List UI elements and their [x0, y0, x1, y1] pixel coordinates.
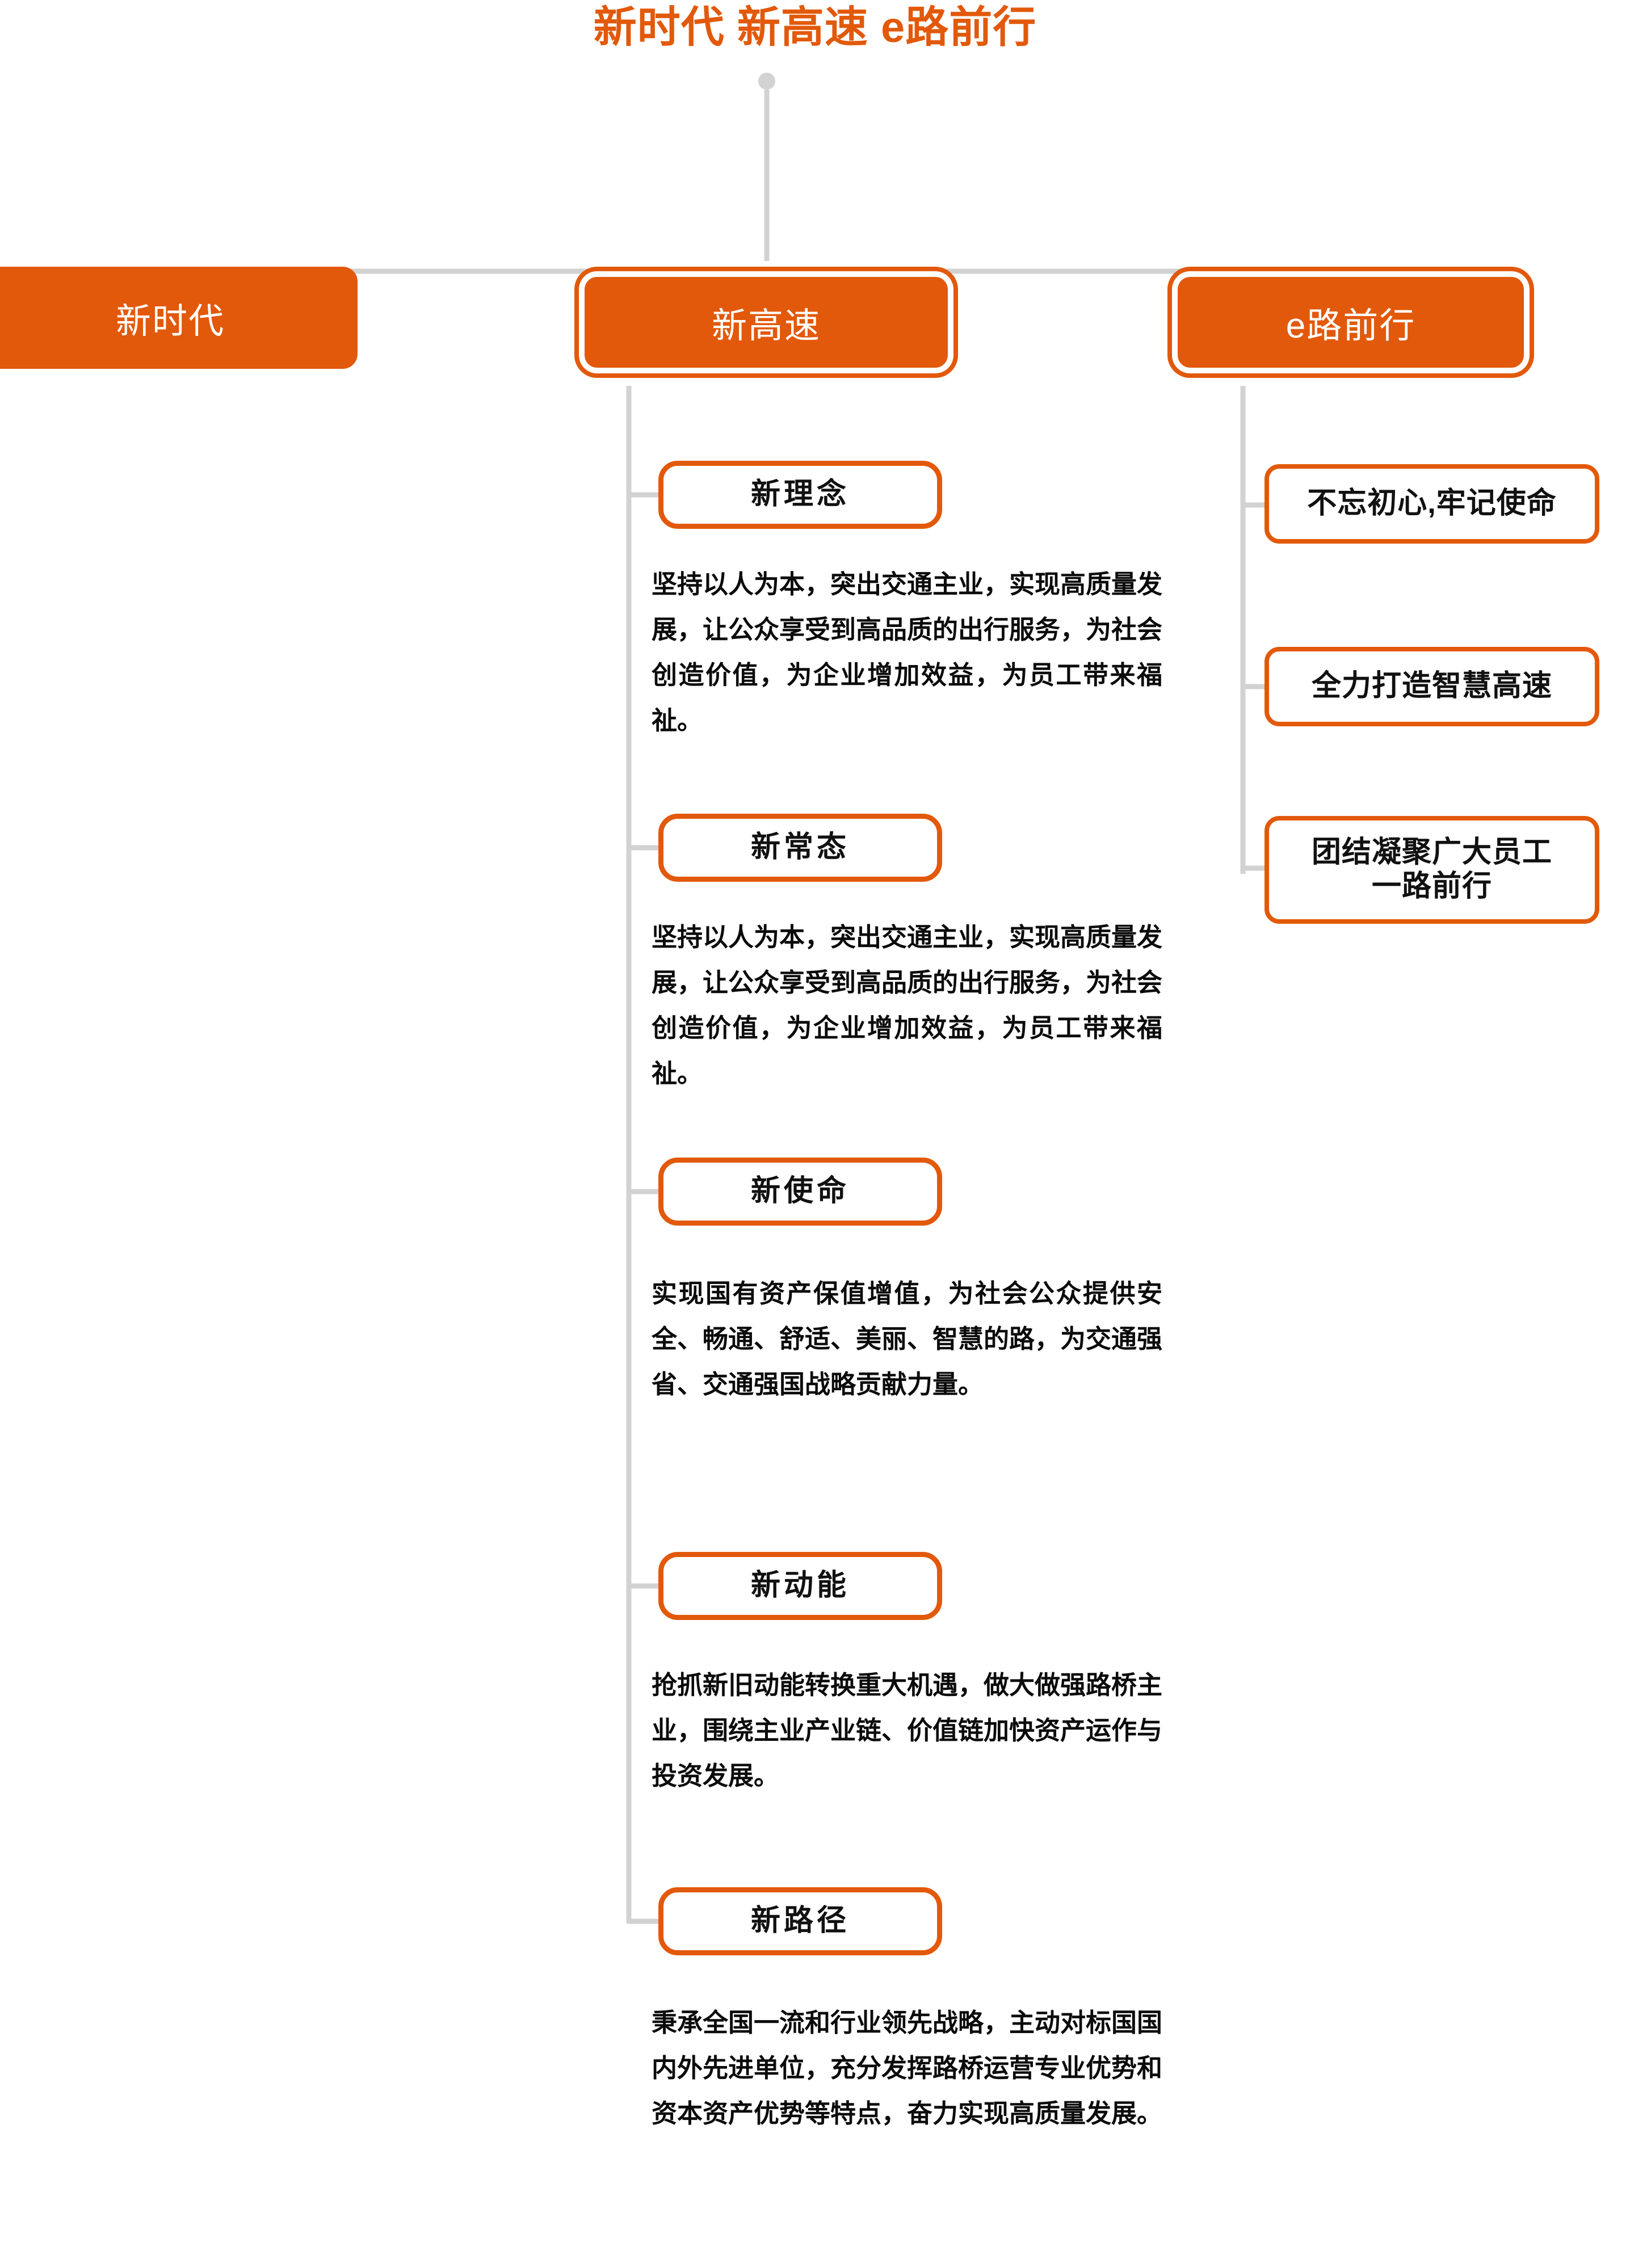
root-node-dot: [758, 73, 775, 90]
topic-label: 全力打造智慧高速: [1311, 670, 1552, 703]
branch-node-e-lu-qian-xing[interactable]: e路前行: [1178, 277, 1524, 368]
branch-node-xin-gao-su[interactable]: 新高速: [585, 277, 948, 368]
topic-label: 新理念: [750, 478, 850, 511]
topic-body-xin-chang-tai: 坚持以人为本，突出交通主业，实现高质量发展，让公众享受到高品质的出行服务，为社会…: [652, 923, 1163, 1088]
topic-node-xin-chang-tai[interactable]: 新常态: [658, 814, 942, 882]
topic-label: 团结凝聚广大员工 一路前行: [1311, 836, 1552, 903]
topic-node-xin-li-nian[interactable]: 新理念: [658, 461, 942, 529]
topic-node-xin-lu-jing[interactable]: 新路径: [658, 1887, 942, 1955]
topic-label: 新路径: [750, 1904, 850, 1938]
topic-label: 不忘初心,牢记使命: [1307, 487, 1557, 520]
topic-node-tuan-jie-ning-ju[interactable]: 团结凝聚广大员工 一路前行: [1264, 816, 1599, 924]
branch-label: 新高速: [711, 306, 821, 346]
topic-node-xin-dong-neng[interactable]: 新动能: [658, 1552, 942, 1620]
branch-label: 新时代: [115, 302, 225, 341]
topic-node-quan-li-da-zao[interactable]: 全力打造智慧高速: [1264, 647, 1599, 726]
topic-body-xin-dong-neng: 抢抓新旧动能转换重大机遇，做大做强路桥主业，围绕主业产业链、价值链加快资产运作与…: [652, 1671, 1163, 1790]
branch-label: e路前行: [1285, 306, 1416, 346]
topic-node-bu-wang-chu-xin[interactable]: 不忘初心,牢记使命: [1264, 464, 1599, 544]
branch-node-xin-shi-dai[interactable]: 新时代: [0, 267, 358, 369]
topic-node-xin-shi-ming[interactable]: 新使命: [658, 1158, 942, 1226]
topic-body-xin-lu-jing: 秉承全国一流和行业领先战略，主动对标国国内外先进单位，充分发挥路桥运营专业优势和…: [652, 2008, 1163, 2128]
topic-label: 新常态: [750, 831, 850, 864]
topic-label: 新使命: [750, 1175, 850, 1208]
topic-body-xin-shi-ming: 实现国有资产保值增值，为社会公众提供安全、畅通、舒适、美丽、智慧的路，为交通强省…: [652, 1279, 1163, 1399]
page-title: 新时代 新高速 e路前行: [593, 3, 1037, 52]
topic-label: 新动能: [750, 1569, 850, 1602]
topic-body-xin-li-nian: 坚持以人为本，突出交通主业，实现高质量发展，让公众享受到高品质的出行服务，为社会…: [652, 570, 1163, 735]
